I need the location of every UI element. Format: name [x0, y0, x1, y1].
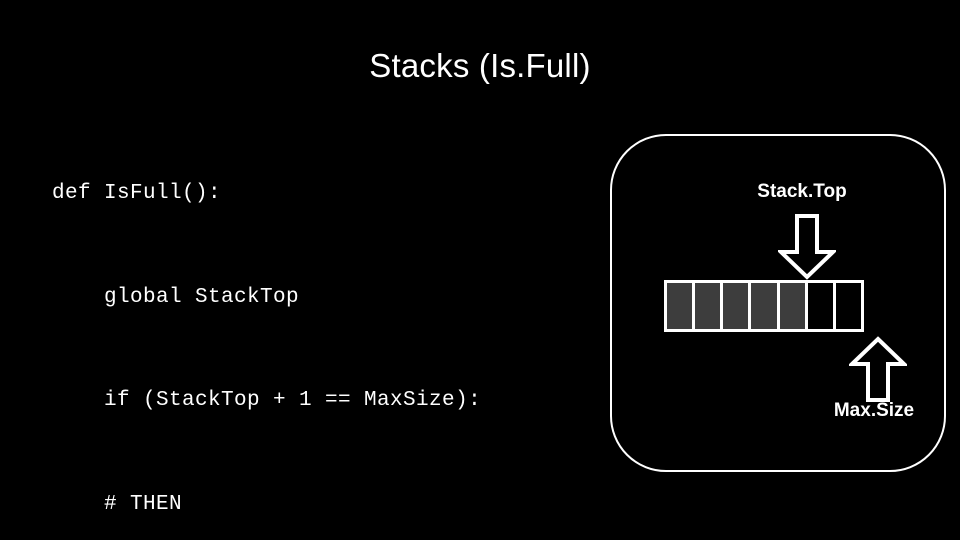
- stack-cell: [779, 283, 808, 329]
- stacktop-label: Stack.Top: [757, 181, 847, 202]
- code-line: # THEN: [52, 492, 183, 516]
- code-line: global StackTop: [52, 285, 300, 309]
- stack-cell: [667, 283, 696, 329]
- code-block: def IsFull(): global StackTop if (StackT…: [52, 108, 572, 540]
- stack-cell: [807, 283, 836, 329]
- stack-cell: [751, 283, 780, 329]
- stack-array: [664, 280, 864, 332]
- stack-cell: [835, 283, 861, 329]
- stack-cell: [723, 283, 752, 329]
- maxsize-label: Max.Size: [833, 400, 915, 421]
- arrow-down-icon: [778, 214, 836, 280]
- code-line: if (StackTop + 1 == MaxSize):: [52, 389, 482, 412]
- arrow-up-icon: [849, 336, 907, 402]
- stack-cell: [695, 283, 724, 329]
- page-title: Stacks (Is.Full): [369, 47, 591, 84]
- stack-diagram-panel: Stack.Top Max.Size: [610, 134, 946, 472]
- code-line: def IsFull():: [52, 182, 222, 205]
